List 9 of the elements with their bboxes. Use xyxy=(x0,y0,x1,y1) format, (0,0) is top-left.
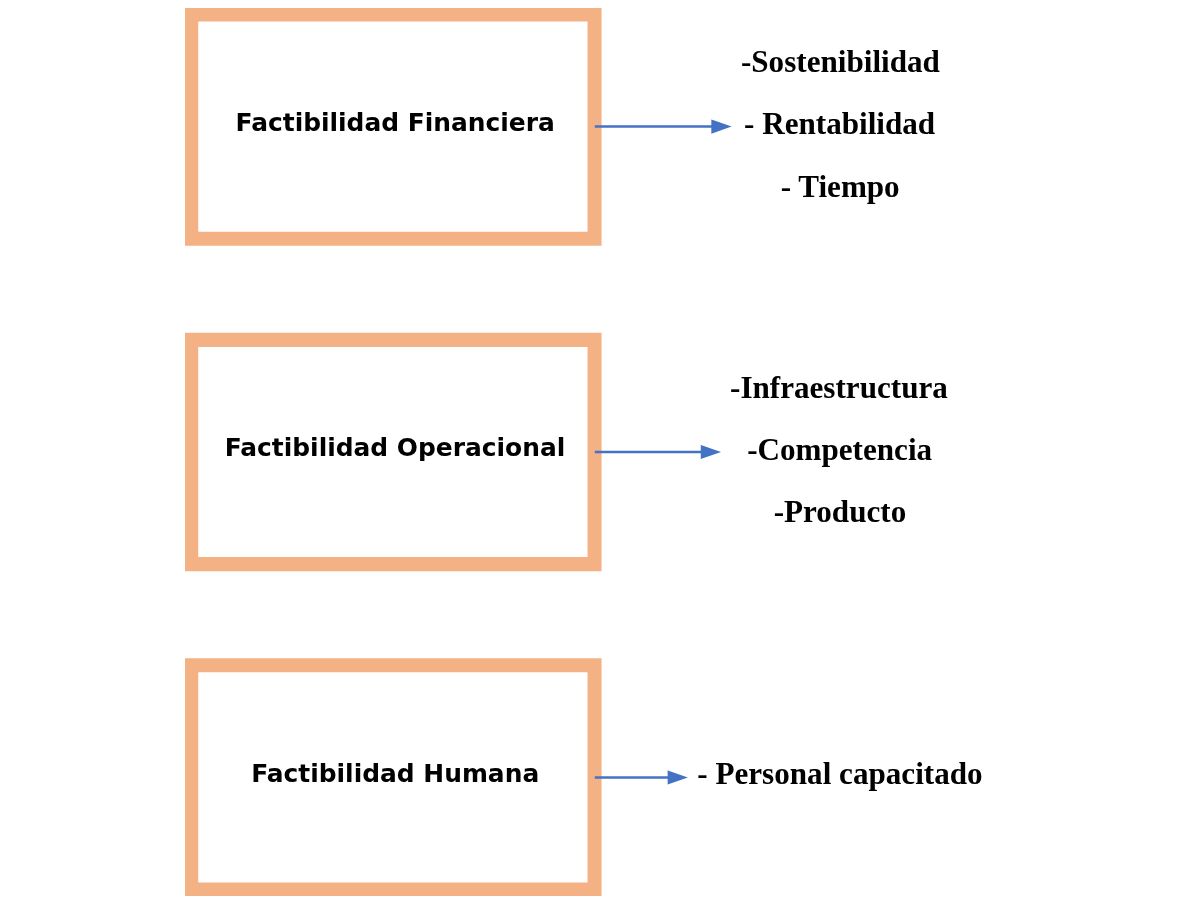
node-box: Factibilidad Humana xyxy=(184,658,602,896)
arrow xyxy=(594,444,721,460)
arrow xyxy=(594,770,688,785)
node-box: Factibilidad Operacional xyxy=(184,332,602,572)
node-box: Factibilidad Financiera xyxy=(184,8,602,246)
arrow xyxy=(594,119,732,134)
node-text: - Personal capacitado xyxy=(696,755,983,791)
node-text: -Infraestructura -Competencia -Producto xyxy=(729,369,948,530)
node-text: -Sostenibilidad - Rentabilidad - Tiempo xyxy=(740,44,940,204)
